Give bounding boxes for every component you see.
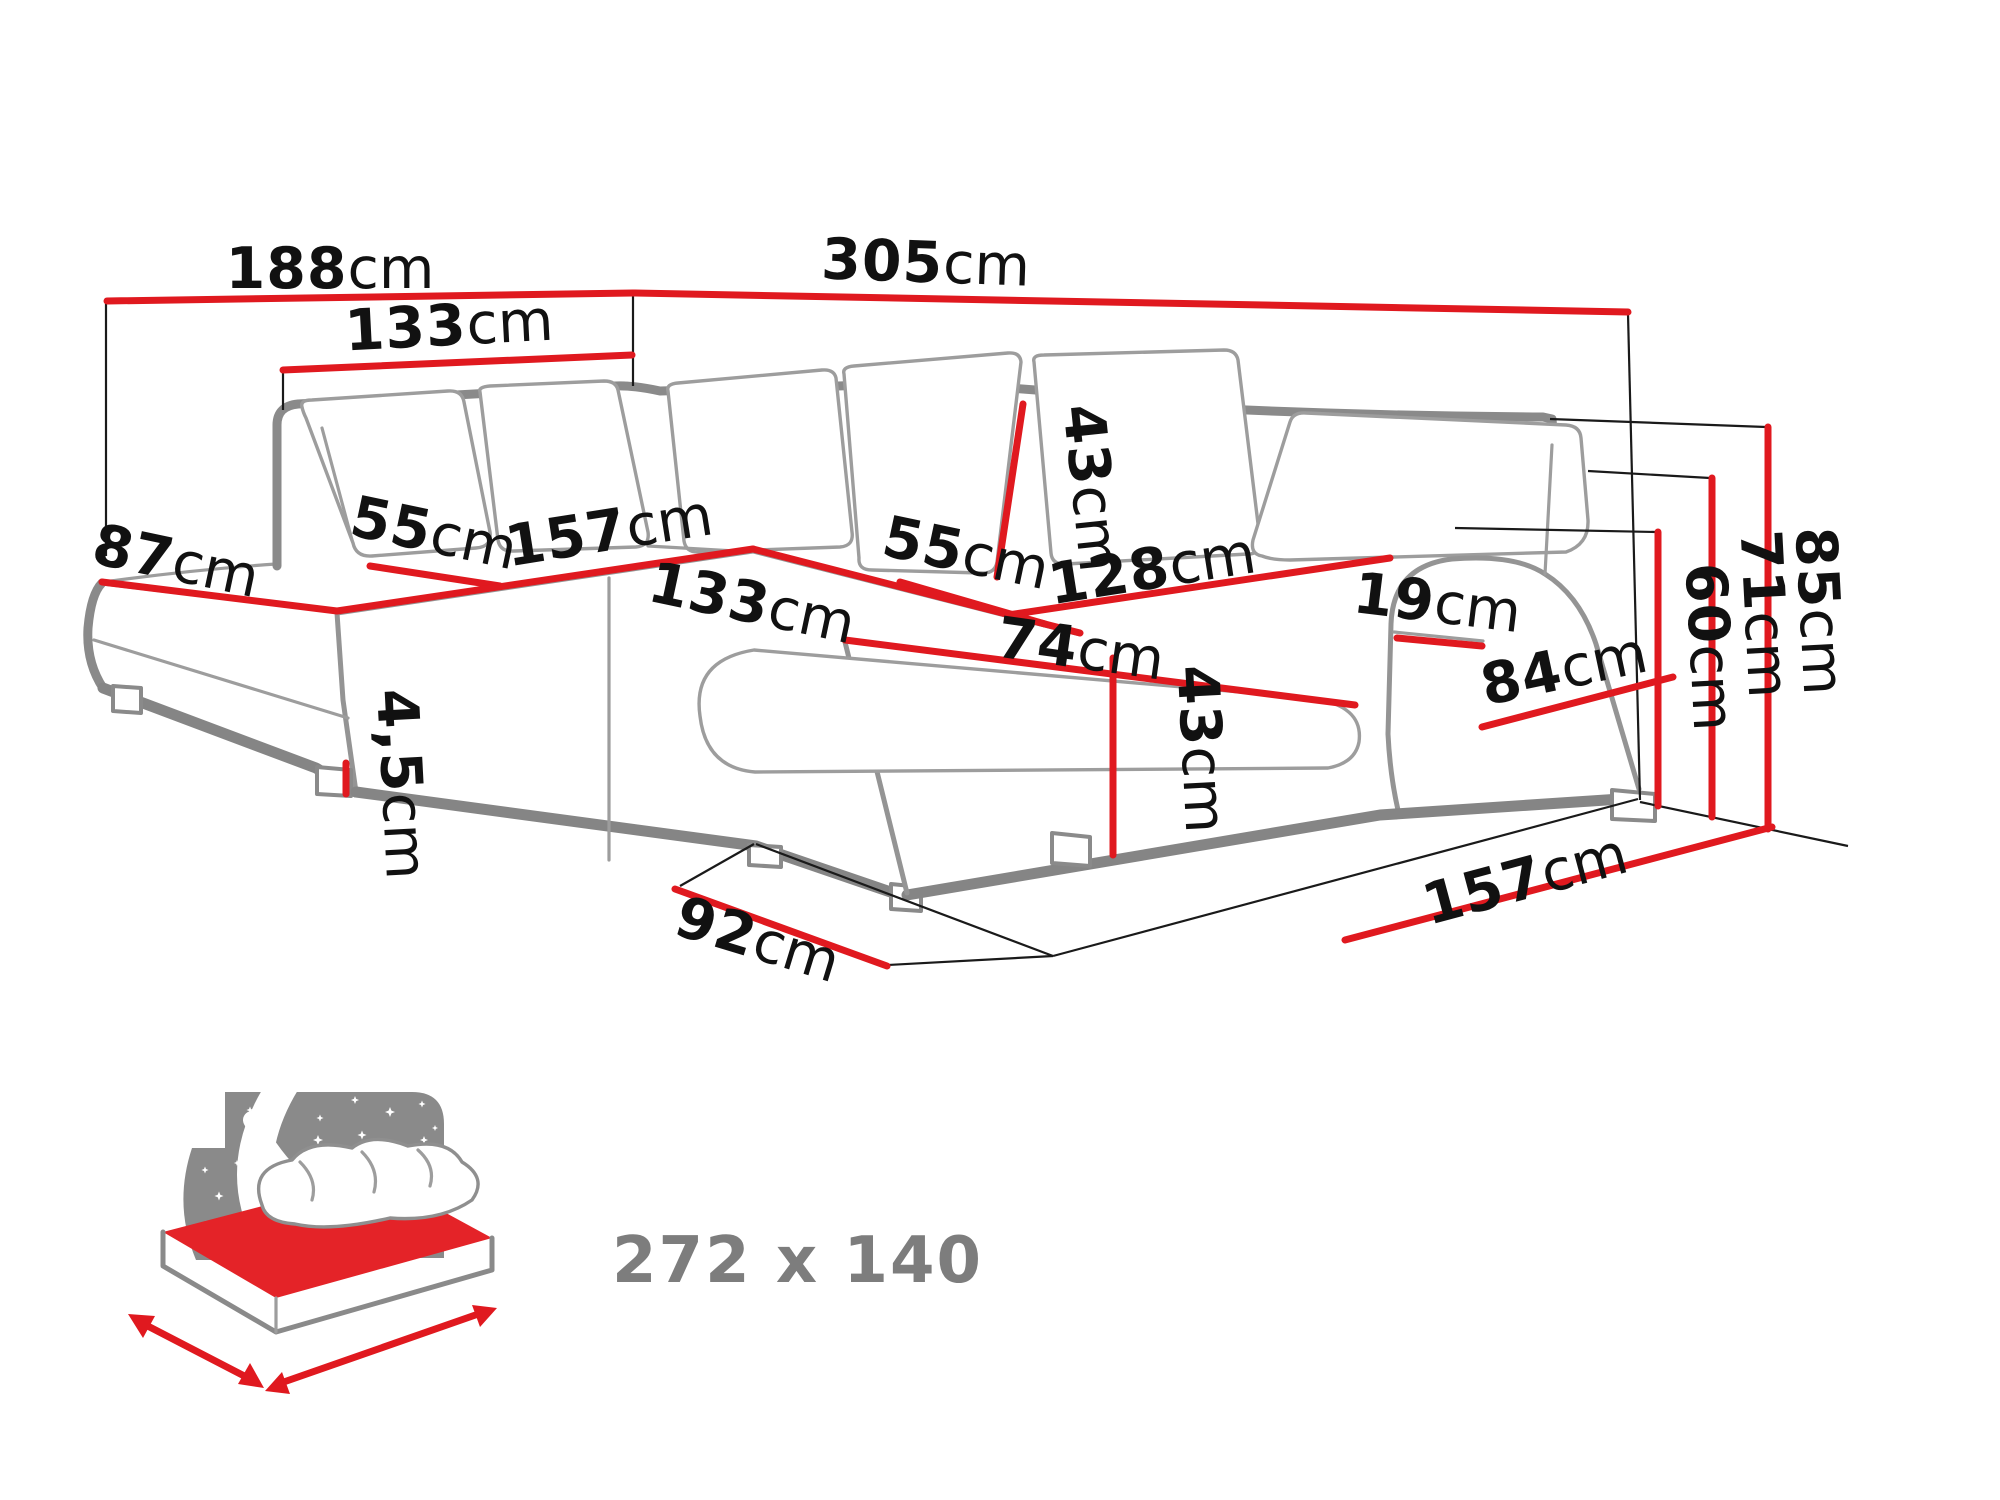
dim-label-157-floor: 157cm	[1416, 821, 1635, 939]
dim-label-133-top: 133cm	[343, 288, 555, 365]
backrest-cushion-3	[666, 368, 854, 554]
ottoman-cushion	[697, 648, 1362, 774]
star-icon	[316, 1114, 324, 1122]
length-arrowhead-right	[472, 1305, 497, 1327]
length-arrow	[274, 1308, 488, 1388]
ext-92-left	[679, 843, 755, 887]
dim-label-92: 92cm	[667, 884, 847, 996]
ext-71-top	[1587, 469, 1711, 480]
width-arrowhead-right	[238, 1363, 264, 1388]
duvet-pillows	[256, 1137, 480, 1229]
dim-label-4-5-leg: 4,5cm	[363, 687, 439, 881]
star-icon	[214, 1191, 224, 1201]
dim-line-84	[1478, 673, 1677, 731]
star-icon	[420, 1136, 428, 1144]
ext-92-right	[887, 954, 1054, 967]
middle-bottom-edge	[350, 786, 911, 903]
backrest-cushion-1	[300, 389, 492, 558]
star-icon	[313, 1135, 323, 1145]
backrest-cushion-1-fold	[320, 426, 354, 542]
dim-label-60: 60cm	[1672, 561, 1747, 732]
arm-rear-leg	[1610, 788, 1657, 823]
armrest-front-lower-edge	[1385, 731, 1401, 813]
ottoman-bottom-edge	[901, 792, 1642, 901]
ext-floor-left-edge	[755, 842, 1054, 958]
dimension-lines	[98, 289, 1776, 970]
star-icon	[201, 1166, 209, 1174]
backrest-cushion-right	[1250, 411, 1590, 562]
dim-line-305	[629, 289, 1632, 316]
dim-line-188	[103, 289, 637, 305]
dim-line-92	[671, 885, 891, 970]
dim-label-43-backrest: 43cm	[1049, 401, 1132, 575]
star-icon	[385, 1107, 395, 1117]
chaise-leg-outer	[111, 684, 143, 715]
pillow-creases	[298, 1148, 434, 1202]
star-icon	[234, 1160, 240, 1166]
chaise-front-right-edge	[334, 610, 359, 795]
dim-line-157-floor	[1341, 823, 1776, 944]
dim-line-74	[841, 636, 1359, 709]
star-icon	[246, 1106, 254, 1114]
star-icon	[432, 1125, 438, 1131]
ext-floor-right-edge	[1052, 797, 1639, 958]
width-arrowhead-left	[128, 1314, 155, 1338]
sofa-outline	[83, 348, 1657, 913]
ext-85-top	[1549, 417, 1767, 429]
armrest-back-edge	[1543, 443, 1554, 576]
dim-label-87: 87cm	[87, 512, 265, 612]
dim-label-43-ottoman: 43cm	[1164, 663, 1239, 834]
length-arrowhead-left	[265, 1372, 290, 1394]
dim-line-55-left	[366, 562, 504, 590]
bed-icon: 272 x 140	[128, 1090, 983, 1394]
dim-line-55-right	[896, 578, 1049, 628]
width-arrow	[136, 1318, 256, 1384]
star-icon	[351, 1096, 359, 1104]
chaise-crease	[92, 638, 350, 720]
dim-label-85: 85cm	[1782, 525, 1857, 696]
dim-line-43-backrest	[993, 400, 1027, 581]
dim-label-19: 19cm	[1350, 560, 1525, 646]
ottoman-leg	[1050, 831, 1092, 868]
dim-line-157-seat	[333, 545, 757, 615]
ext-305-right	[1626, 313, 1642, 801]
dim-label-188: 188cm	[226, 236, 435, 302]
armrest-top-inner-edge	[1392, 630, 1485, 643]
dim-label-71: 71cm	[1727, 528, 1802, 699]
dim-label-305: 305cm	[820, 226, 1031, 299]
backrest-cushion-2	[478, 379, 650, 553]
dim-label-84: 84cm	[1475, 620, 1653, 720]
armrest-outline	[1385, 555, 1642, 792]
dim-line-133-top	[279, 351, 636, 374]
chaise-left-edge	[83, 578, 108, 693]
extension-lines	[104, 295, 1849, 967]
dim-label-74: 74cm	[993, 605, 1169, 694]
dim-line-19	[1393, 634, 1486, 650]
sleeping-size-label: 272 x 140	[612, 1224, 983, 1298]
dim-line-128	[1004, 554, 1394, 619]
star-icon	[418, 1100, 426, 1108]
chaise-top-back-edge	[102, 562, 278, 584]
dim-label-128: 128cm	[1044, 520, 1261, 618]
ext-ground-right	[1639, 800, 1849, 848]
star-icon	[357, 1130, 367, 1140]
ext-60-top	[1454, 526, 1657, 534]
dim-line-87	[98, 578, 341, 615]
